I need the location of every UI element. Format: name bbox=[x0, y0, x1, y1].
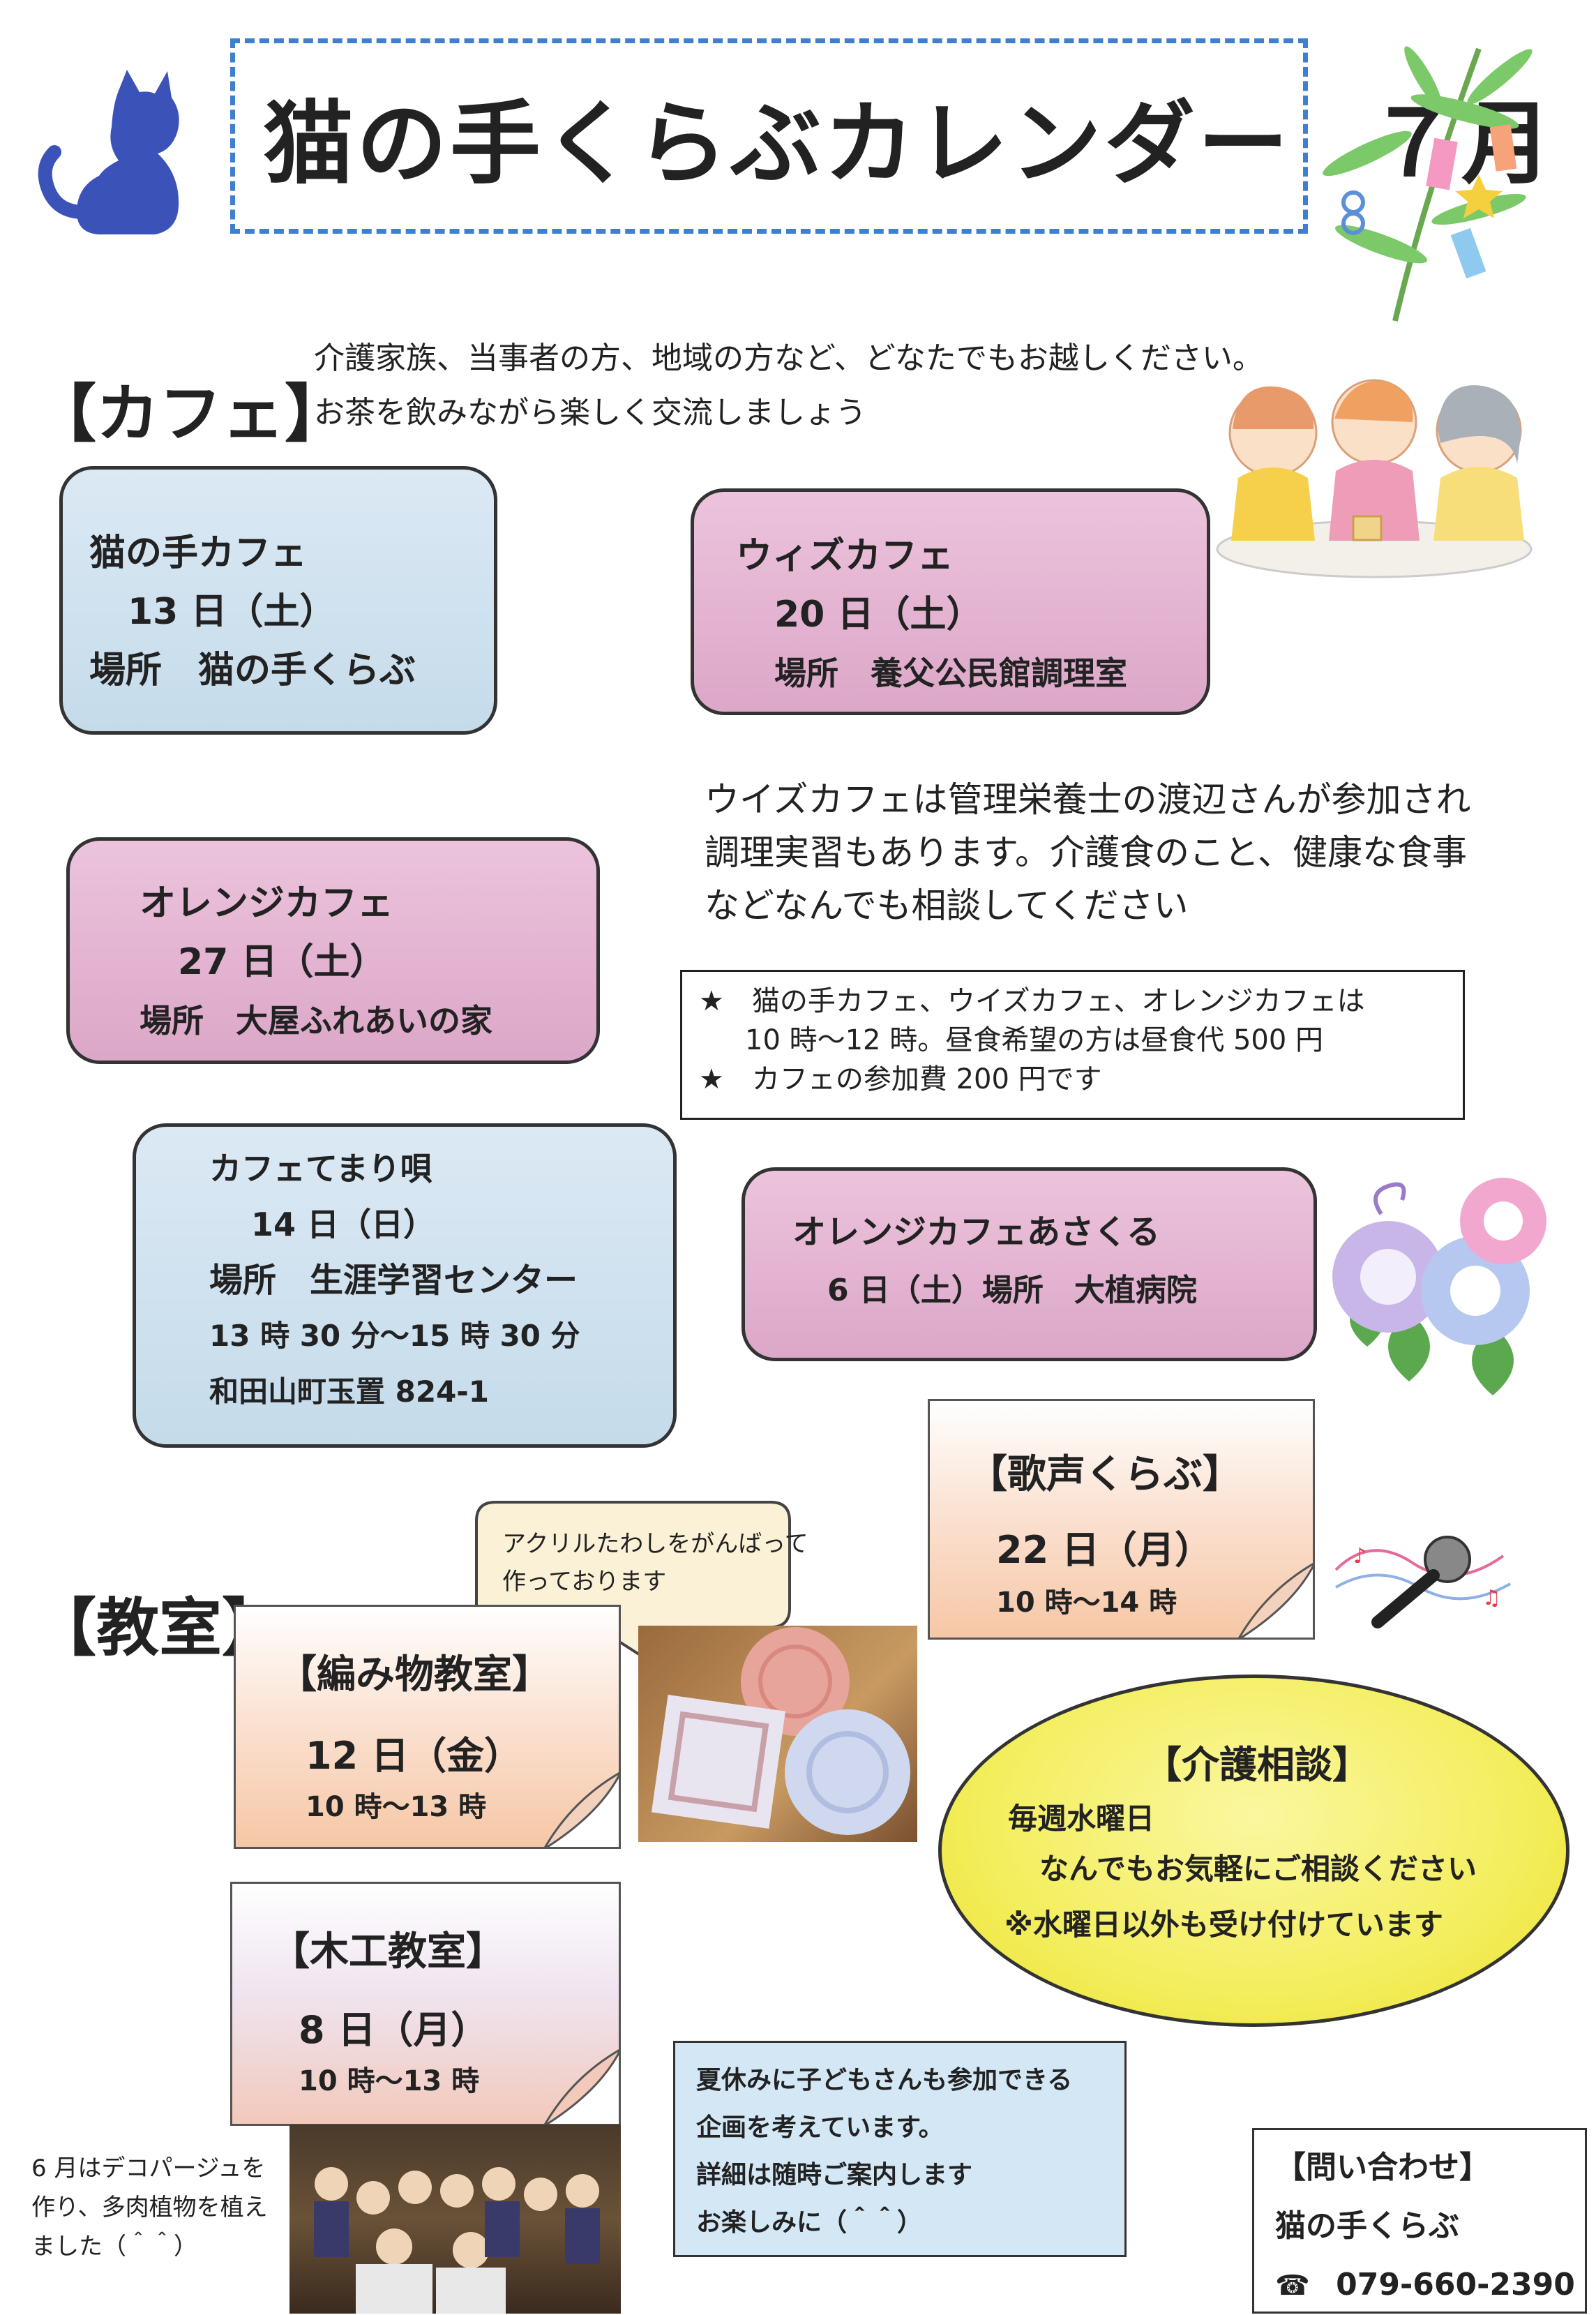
woodwork-date: 8 日（月） bbox=[299, 2008, 489, 2052]
cafe-date: 13 日（土） bbox=[128, 591, 336, 633]
singing-date: 22 日（月） bbox=[996, 1528, 1212, 1572]
consult-line-2: なんでもお気軽にご相談ください bbox=[1039, 1852, 1477, 1886]
cafe-place: 場所 生涯学習センター bbox=[209, 1261, 578, 1300]
cafe-intro-line: お茶を飲みながら楽しく交流しましょう bbox=[314, 395, 866, 430]
cafe-card-temariuta: カフェてまり唄 14 日（日） 場所 生涯学習センター 13 時 30 分～15… bbox=[133, 1123, 677, 1448]
june-note-line: 作り、多肉植物を植え bbox=[31, 2194, 268, 2222]
phone-icon: ☎ bbox=[1275, 2270, 1310, 2302]
summer-line: 企画を考えています。 bbox=[696, 2113, 944, 2142]
cafe-intro: 介護家族、当事者の方、地域の方など、どなたでもお越しください。 お茶を飲みながら… bbox=[314, 331, 1263, 440]
svg-text:♪: ♪ bbox=[1353, 1544, 1367, 1568]
cafe-time: 13 時 30 分～15 時 30 分 bbox=[209, 1319, 580, 1353]
contact-phone[interactable]: 079-660-2390 bbox=[1336, 2267, 1575, 2302]
cafe-place: 場所 大屋ふれあいの家 bbox=[140, 1002, 492, 1040]
cafe-card-nekonote: 猫の手カフェ 13 日（土） 場所 猫の手くらぶ bbox=[59, 466, 497, 735]
knitting-date: 12 日（金） bbox=[306, 1734, 522, 1778]
wiz-cafe-note: ウイズカフェは管理栄養士の渡辺さんが参加され 調理実習もあります。介護食のこと、… bbox=[705, 773, 1471, 932]
cafe-place: 場所 養父公民館調理室 bbox=[774, 654, 1127, 692]
singing-club-note: 【歌声くらぶ】 22 日（月） 10 時～14 時 bbox=[928, 1399, 1315, 1640]
woodwork-title: 【木工教室】 bbox=[271, 1929, 505, 1975]
cafe-info-line: ★ 猫の手カフェ、ウイズカフェ、オレンジカフェは bbox=[699, 985, 1365, 1017]
june-note-line: 6 月はデコパージュを bbox=[31, 2155, 266, 2182]
singing-time: 10 時～14 時 bbox=[996, 1587, 1177, 1619]
consult-line-1: 毎週水曜日 bbox=[1008, 1801, 1155, 1836]
cafe-info-line: 10 時～12 時。昼食希望の方は昼食代 500 円 bbox=[745, 1024, 1324, 1056]
cafe-date-place: 6 日（土）場所 大植病院 bbox=[827, 1273, 1197, 1308]
june-note: 6 月はデコパージュを 作り、多肉植物を植え ました（＾＾） bbox=[31, 2149, 268, 2266]
cafe-card-orange: オレンジカフェ 27 日（土） 場所 大屋ふれあいの家 bbox=[66, 837, 600, 1064]
people-tea-illustration bbox=[1210, 366, 1538, 579]
cat-icon bbox=[35, 63, 195, 237]
summer-line: お楽しみに（＾＾） bbox=[696, 2208, 923, 2237]
knitting-class-note: 【編み物教室】 12 日（金） 10 時～13 時 bbox=[234, 1605, 621, 1849]
cafe-place: 場所 猫の手くらぶ bbox=[89, 650, 416, 691]
cafe-name: オレンジカフェあさくる bbox=[792, 1213, 1161, 1252]
svg-text:♫: ♫ bbox=[1482, 1586, 1501, 1610]
singing-title: 【歌声くらぶ】 bbox=[968, 1452, 1242, 1497]
bubble-line: 作っております bbox=[502, 1568, 667, 1596]
cafe-card-asakuru: オレンジカフェあさくる 6 日（土）場所 大植病院 bbox=[741, 1167, 1317, 1361]
june-note-line: ました（＾＾） bbox=[31, 2233, 197, 2261]
wiz-note-line: 調理実習もあります。介護食のこと、健康な食事 bbox=[705, 832, 1467, 873]
bubble-text: アクリルたわしをがんばって 作っております bbox=[502, 1525, 808, 1601]
cafe-date: 27 日（土） bbox=[178, 941, 386, 983]
cafe-date: 14 日（日） bbox=[251, 1206, 436, 1243]
wiz-note-line: などなんでも相談してください bbox=[705, 885, 1189, 926]
knitting-time: 10 時～13 時 bbox=[306, 1791, 487, 1823]
title-box: 猫の手くらぶカレンダー ７月 bbox=[230, 38, 1552, 234]
cafe-name: 猫の手カフェ bbox=[89, 532, 308, 574]
morning-glory-icon bbox=[1325, 1172, 1563, 1402]
consult-title: 【介護相談】 bbox=[1144, 1743, 1370, 1787]
contact-box: 【問い合わせ】 猫の手くらぶ ☎ 079-660-2390 bbox=[1252, 2128, 1587, 2314]
contact-org: 猫の手くらぶ bbox=[1275, 2208, 1459, 2244]
tanabata-bamboo-icon bbox=[1318, 35, 1556, 328]
summer-line: 夏休みに子どもさんも参加できる bbox=[696, 2066, 1073, 2095]
cafe-info-line: ★ カフェの参加費 200 円です bbox=[699, 1063, 1102, 1095]
cafe-heading: 【カフェ】 bbox=[33, 377, 347, 451]
summer-line: 詳細は随時ご案内します bbox=[696, 2161, 973, 2189]
cafe-name: カフェてまり唄 bbox=[209, 1150, 432, 1188]
knitting-photo bbox=[638, 1626, 917, 1842]
wiz-note-line: ウイズカフェは管理栄養士の渡辺さんが参加され bbox=[705, 779, 1471, 820]
summer-notice: 夏休みに子どもさんも参加できる 企画を考えています。 詳細は随時ご案内します お… bbox=[673, 2041, 1127, 2257]
cafe-name: オレンジカフェ bbox=[140, 883, 394, 924]
contact-phone-row: ☎ 079-660-2390 bbox=[1275, 2256, 1585, 2315]
microphone-icon: ♪ ♫ bbox=[1329, 1521, 1517, 1633]
cafe-date: 20 日（土） bbox=[774, 594, 983, 636]
cafe-intro-line: 介護家族、当事者の方、地域の方など、どなたでもお越しください。 bbox=[314, 340, 1263, 376]
cafe-address: 和田山町玉置 824-1 bbox=[209, 1374, 489, 1409]
page-title: 猫の手くらぶカレンダー bbox=[263, 91, 1292, 197]
care-consultation-ellipse: 【介護相談】 毎週水曜日 なんでもお気軽にご相談ください ※水曜日以外も受け付け… bbox=[938, 1675, 1569, 2027]
contact-title: 【問い合わせ】 bbox=[1275, 2150, 1490, 2185]
cafe-info-box: ★ 猫の手カフェ、ウイズカフェ、オレンジカフェは 10 時～12 時。昼食希望の… bbox=[680, 970, 1465, 1120]
consult-line-3: ※水曜日以外も受け付けています bbox=[1004, 1908, 1443, 1942]
woodwork-time: 10 時～13 時 bbox=[299, 2065, 480, 2097]
woodwork-class-note: 【木工教室】 8 日（月） 10 時～13 時 bbox=[230, 1882, 621, 2126]
group-photo bbox=[289, 2125, 621, 2314]
bubble-line: アクリルたわしをがんばって bbox=[502, 1530, 808, 1558]
knitting-title: 【編み物教室】 bbox=[278, 1652, 551, 1698]
cafe-name: ウィズカフェ bbox=[736, 535, 954, 577]
cafe-card-wiz: ウィズカフェ 20 日（土） 場所 養父公民館調理室 bbox=[691, 488, 1210, 715]
